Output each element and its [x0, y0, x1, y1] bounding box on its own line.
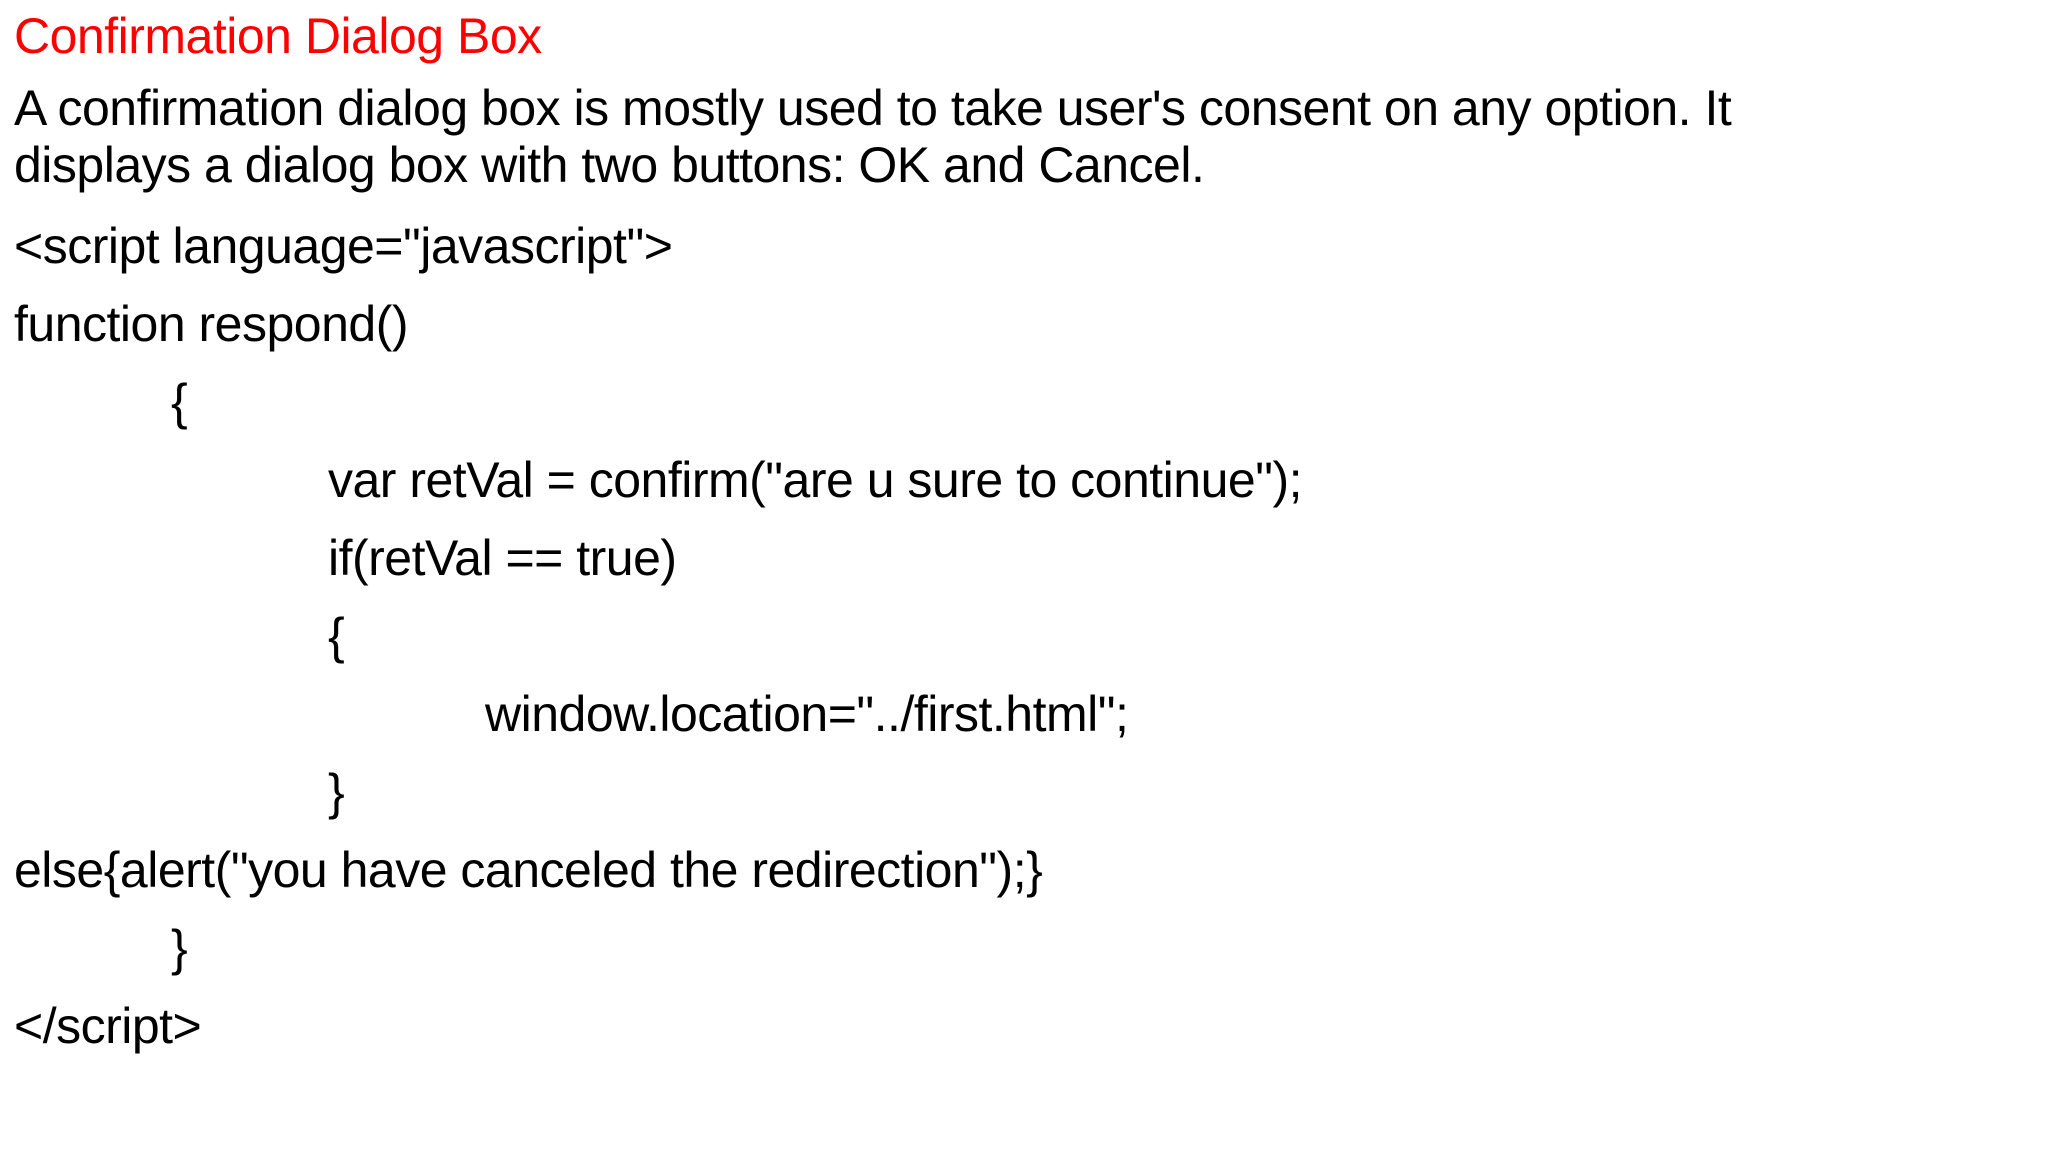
intro-line-1: A confirmation dialog box is mostly used…: [14, 80, 1732, 136]
code-line-else-alert: else{alert("you have canceled the redire…: [14, 842, 1043, 898]
code-line-script-open: <script language="javascript">: [14, 218, 673, 274]
code-line-if-open-brace: {: [14, 608, 345, 664]
code-line-window-location: window.location="../first.html";: [14, 686, 1129, 742]
intro-paragraph: A confirmation dialog box is mostly used…: [14, 80, 2038, 194]
code-line-if-close-brace: }: [14, 764, 345, 820]
code-line-open-brace: {: [14, 374, 188, 430]
code-line-script-close: </script>: [14, 998, 202, 1054]
code-line-if: if(retVal == true): [14, 530, 677, 586]
page-title: Confirmation Dialog Box: [14, 8, 542, 64]
intro-line-2: displays a dialog box with two buttons: …: [14, 137, 1205, 193]
code-block: <script language="javascript"> function …: [14, 218, 2038, 1055]
code-line-function: function respond(): [14, 296, 409, 352]
code-line-close-brace: }: [14, 920, 188, 976]
code-line-var-confirm: var retVal = confirm("are u sure to cont…: [14, 452, 1303, 508]
